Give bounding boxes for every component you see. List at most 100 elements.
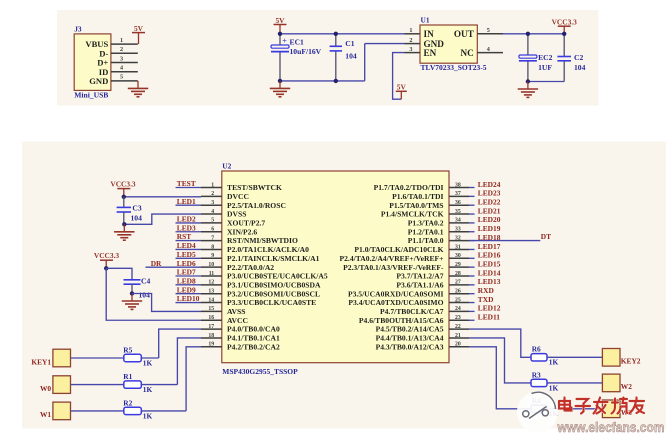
svg-text:EC1: EC1 xyxy=(290,38,305,47)
svg-text:R2: R2 xyxy=(123,398,132,407)
svg-text:7: 7 xyxy=(211,235,214,241)
svg-text:TXD: TXD xyxy=(478,295,494,304)
svg-text:LED5: LED5 xyxy=(177,250,196,259)
svg-text:LED10: LED10 xyxy=(177,294,200,303)
svg-text:14: 14 xyxy=(208,297,214,303)
svg-text:P2.3/TA0.1/A3/VREF-/VeREF-: P2.3/TA0.1/A3/VREF-/VeREF- xyxy=(343,263,444,272)
svg-text:LED6: LED6 xyxy=(177,259,196,268)
svg-text:22: 22 xyxy=(455,324,461,330)
svg-text:P3.7/TA1.2/A7: P3.7/TA1.2/A7 xyxy=(396,272,443,281)
svg-text:C1: C1 xyxy=(345,39,354,48)
svg-text:VBUS: VBUS xyxy=(85,39,108,49)
svg-text:KEY2: KEY2 xyxy=(621,357,641,366)
svg-text:1: 1 xyxy=(211,182,214,188)
svg-text:12: 12 xyxy=(208,280,214,286)
svg-text:LED2: LED2 xyxy=(177,215,196,224)
svg-text:P2.5/TA1.0/ROSC: P2.5/TA1.0/ROSC xyxy=(227,201,286,210)
svg-text:104: 104 xyxy=(345,52,357,61)
svg-text:DR: DR xyxy=(151,259,162,268)
svg-text:2: 2 xyxy=(120,46,123,53)
svg-text:GND: GND xyxy=(424,39,445,49)
svg-text:LED11: LED11 xyxy=(478,313,500,322)
svg-text:23: 23 xyxy=(455,315,461,321)
svg-text:9: 9 xyxy=(211,253,214,259)
svg-text:LED12: LED12 xyxy=(478,304,501,313)
svg-text:R1: R1 xyxy=(123,372,132,381)
svg-text:5: 5 xyxy=(120,74,123,81)
svg-text:KEY1: KEY1 xyxy=(31,357,51,366)
svg-text:P4.7/TB0CLK/CA7: P4.7/TB0CLK/CA7 xyxy=(380,307,444,316)
svg-text:10uF/16V: 10uF/16V xyxy=(290,47,322,56)
svg-text:VCC3.3: VCC3.3 xyxy=(94,251,120,260)
svg-text:LED8: LED8 xyxy=(177,276,196,285)
svg-text:35: 35 xyxy=(455,209,461,215)
svg-text:P3.2/UCB0SOMI/UCB0SCL: P3.2/UCB0SOMI/UCB0SCL xyxy=(227,289,320,298)
svg-text:1K: 1K xyxy=(549,383,559,392)
svg-text:P1.2/TA0.1: P1.2/TA0.1 xyxy=(408,227,444,236)
svg-text:5: 5 xyxy=(487,27,490,34)
svg-text:1: 1 xyxy=(120,37,123,44)
svg-text:W0: W0 xyxy=(40,384,51,393)
svg-text:www.elecfans.com: www.elecfans.com xyxy=(557,420,665,436)
svg-text:LED1: LED1 xyxy=(177,197,196,206)
svg-text:P1.3/TA0.2: P1.3/TA0.2 xyxy=(408,219,444,228)
svg-text:1K: 1K xyxy=(143,358,153,367)
svg-text:LED16: LED16 xyxy=(478,251,501,260)
svg-text:P1.5/TA0.0/TMS: P1.5/TA0.0/TMS xyxy=(389,201,443,210)
svg-text:1K: 1K xyxy=(549,358,559,367)
svg-text:37: 37 xyxy=(455,191,461,197)
svg-text:VCC3.3: VCC3.3 xyxy=(552,17,578,26)
svg-text:29: 29 xyxy=(455,262,461,268)
svg-text:U1: U1 xyxy=(421,16,430,25)
svg-text:15: 15 xyxy=(208,306,214,312)
svg-text:W2: W2 xyxy=(621,382,632,391)
svg-text:TLV70233_SOT23-5: TLV70233_SOT23-5 xyxy=(421,63,487,72)
svg-text:EC2: EC2 xyxy=(538,53,553,62)
svg-text:11: 11 xyxy=(209,271,215,277)
svg-text:19: 19 xyxy=(208,342,214,348)
svg-text:LED14: LED14 xyxy=(478,268,501,277)
svg-text:P3.0/UCB0STE/UCA0CLK/A5: P3.0/UCB0STE/UCA0CLK/A5 xyxy=(227,272,328,281)
svg-text:Mini_USB: Mini_USB xyxy=(74,91,108,100)
svg-text:1: 1 xyxy=(409,27,412,34)
svg-text:LED22: LED22 xyxy=(478,198,501,207)
svg-text:LED17: LED17 xyxy=(478,242,501,251)
svg-text:XOUT/P2.7: XOUT/P2.7 xyxy=(227,219,265,228)
svg-text:P2.2/TA0.0/A2: P2.2/TA0.0/A2 xyxy=(227,263,274,272)
svg-text:RST: RST xyxy=(177,232,191,241)
svg-text:P1.6/TA0.1/TDI: P1.6/TA0.1/TDI xyxy=(392,192,443,201)
svg-text:D-: D- xyxy=(99,48,108,58)
svg-text:R3: R3 xyxy=(532,370,541,379)
svg-text:NC: NC xyxy=(461,48,474,58)
svg-text:P4.5/TB0.2/A14/CA5: P4.5/TB0.2/A14/CA5 xyxy=(376,325,444,334)
svg-text:25: 25 xyxy=(455,297,461,303)
svg-text:16: 16 xyxy=(208,315,214,321)
svg-text:20: 20 xyxy=(455,342,461,348)
svg-text:LED4: LED4 xyxy=(177,241,196,250)
svg-text:LED24: LED24 xyxy=(478,180,501,189)
svg-text:DVCC: DVCC xyxy=(227,192,249,201)
svg-text:RXD: RXD xyxy=(478,286,494,295)
svg-text:8: 8 xyxy=(211,244,214,250)
svg-text:31: 31 xyxy=(455,244,461,250)
svg-text:4: 4 xyxy=(120,65,123,72)
svg-text:P4.4/TB0.1/A13/CA4: P4.4/TB0.1/A13/CA4 xyxy=(376,334,444,343)
svg-text:5V: 5V xyxy=(397,82,407,91)
svg-text:24: 24 xyxy=(455,306,461,312)
svg-text:P1.4/SMCLK/TCK: P1.4/SMCLK/TCK xyxy=(381,210,444,219)
svg-text:EN: EN xyxy=(424,48,437,58)
svg-text:P4.6/TB0OUTH/A15/CA6: P4.6/TB0OUTH/A15/CA6 xyxy=(359,316,444,325)
svg-text:5: 5 xyxy=(211,218,214,224)
svg-text:18: 18 xyxy=(208,333,214,339)
svg-text:3: 3 xyxy=(120,55,123,62)
svg-text:P4.1/TB0.1/CA1: P4.1/TB0.1/CA1 xyxy=(227,334,280,343)
svg-text:13: 13 xyxy=(208,289,214,295)
svg-text:1K: 1K xyxy=(143,411,153,420)
svg-text:27: 27 xyxy=(455,280,461,286)
svg-text:P3.1/UCB0SIMO/UCB0SDA: P3.1/UCB0SIMO/UCB0SDA xyxy=(227,280,321,289)
svg-text:3: 3 xyxy=(211,200,214,206)
svg-text:30: 30 xyxy=(455,253,461,259)
svg-text:2: 2 xyxy=(409,37,412,44)
svg-text:P1.1/TA0.0: P1.1/TA0.0 xyxy=(408,236,444,245)
svg-text:P4.2/TB0.2/CA2: P4.2/TB0.2/CA2 xyxy=(227,342,280,351)
